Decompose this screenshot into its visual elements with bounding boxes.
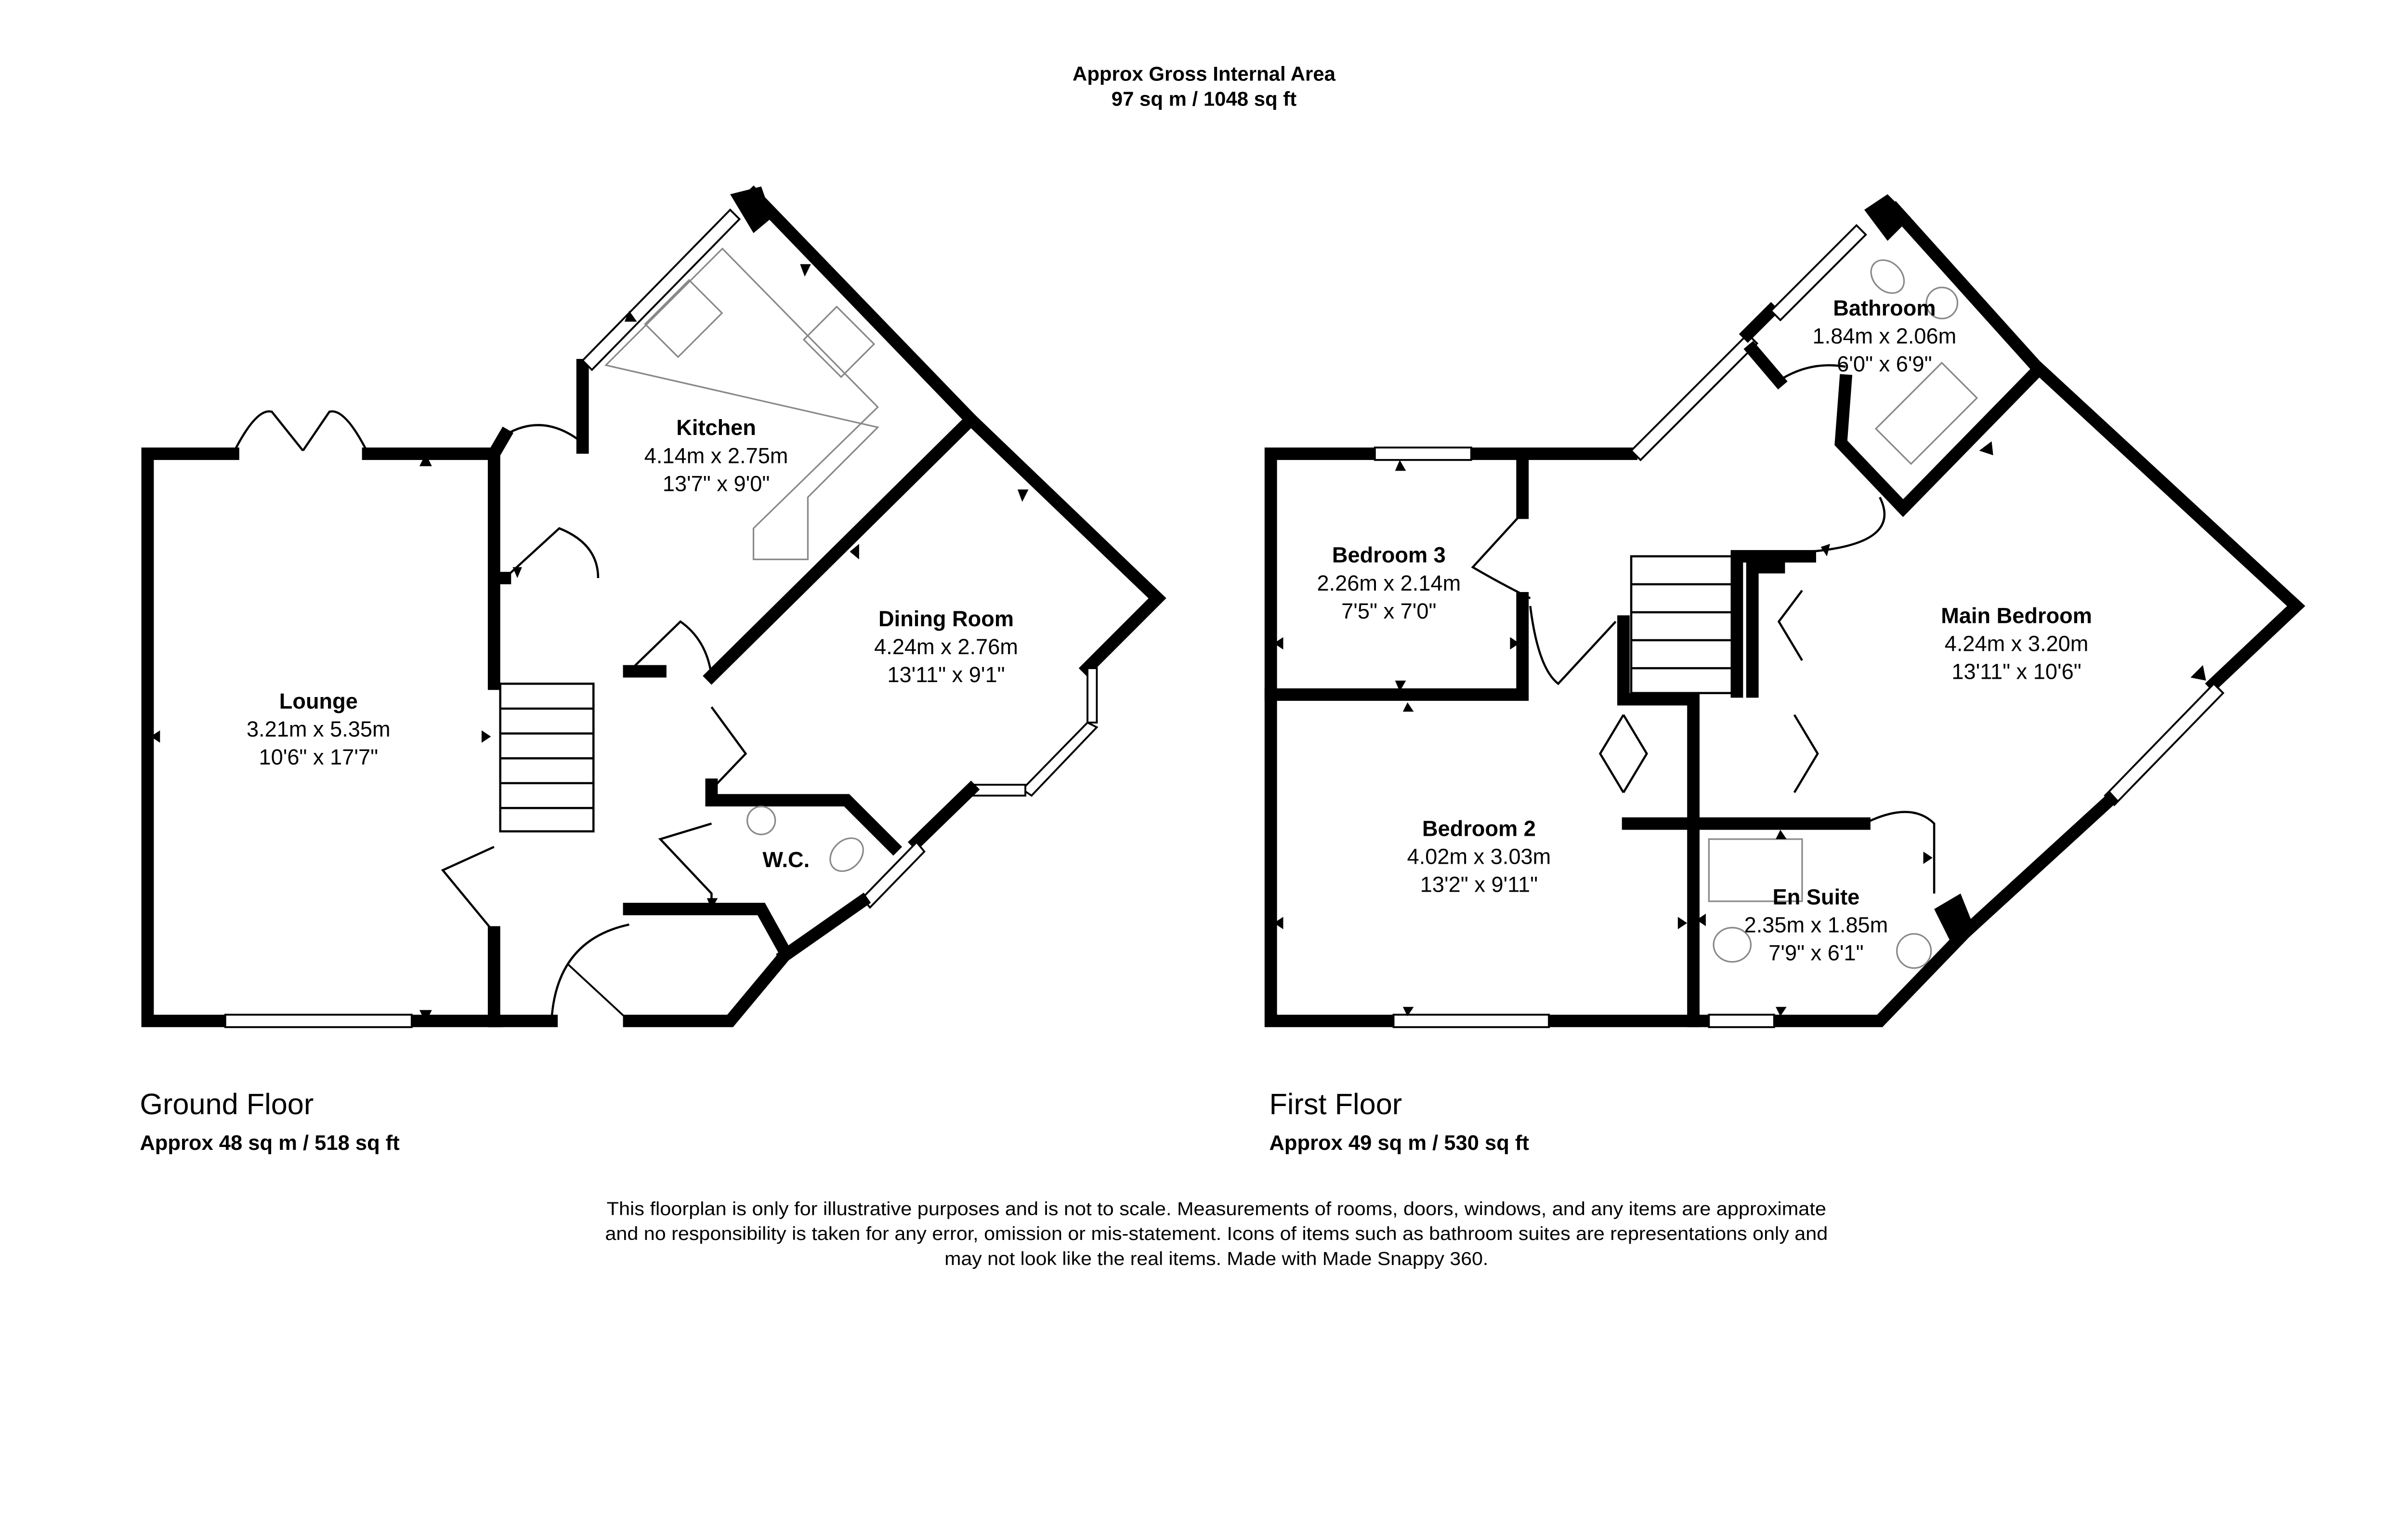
window	[1392, 1014, 1550, 1028]
gross-area-value: 97 sq m / 1048 sq ft	[1112, 87, 1297, 110]
front-door	[566, 962, 630, 1022]
wall	[907, 780, 980, 851]
wall	[1264, 592, 1529, 701]
window	[1769, 224, 1867, 322]
toilet-icon	[1713, 927, 1752, 963]
room-name: Bedroom 3	[1332, 543, 1446, 567]
kitchen-worktop	[604, 247, 879, 560]
wall	[1739, 302, 1780, 343]
door-swing	[1471, 512, 1531, 599]
bathroom-wall	[1834, 364, 2044, 517]
hob-icon	[802, 305, 876, 378]
room-imperial: 13'7" x 9'0"	[663, 471, 770, 496]
wardrobe	[1598, 714, 1648, 793]
bath-icon	[1874, 361, 1978, 465]
window	[2104, 682, 2225, 806]
basin-icon	[1925, 287, 1959, 319]
gross-area-title: Approx Gross Internal Area	[1073, 63, 1336, 85]
wall	[1730, 550, 1816, 698]
french-doors	[232, 410, 369, 454]
door-swing	[504, 424, 584, 444]
door-swing	[550, 923, 629, 1021]
room-imperial: 7'9" x 6'1"	[1768, 941, 1863, 965]
kitchen-dining-wall	[703, 410, 980, 685]
room-metric: 4.02m x 3.03m	[1407, 844, 1551, 869]
bay-window	[1086, 667, 1098, 724]
door-swing	[1809, 497, 1886, 553]
first-floor-plan: Bathroom 1.84m x 2.06m 6'0" x 6'9" Bedro…	[1264, 194, 2305, 1028]
first-floor-label: First Floor	[1269, 1088, 1402, 1120]
staircase	[1630, 555, 1734, 694]
bay-window	[970, 784, 1026, 797]
floorplan-drawing: Approx Gross Internal Area 97 sq m / 104…	[140, 63, 2305, 1269]
room-metric: 2.35m x 1.85m	[1744, 912, 1888, 937]
window	[581, 208, 741, 371]
disclaimer-line: may not look like the real items. Made w…	[944, 1249, 1488, 1269]
door-swing	[628, 620, 713, 676]
window	[1374, 447, 1472, 461]
measure-arrows	[1274, 441, 2206, 1016]
door-swing	[441, 845, 495, 933]
room-metric: 3.21m x 5.35m	[247, 717, 391, 741]
room-name: En Suite	[1773, 884, 1860, 909]
room-name: Lounge	[279, 689, 358, 713]
room-metric: 4.24m x 2.76m	[874, 634, 1018, 659]
wall	[623, 947, 794, 1028]
basin-icon	[746, 805, 776, 835]
staircase	[499, 683, 595, 833]
wall	[1746, 561, 1785, 698]
wall	[1886, 201, 2305, 693]
room-metric: 4.24m x 3.20m	[1945, 632, 2089, 656]
room-imperial: 6'0" x 6'9"	[1837, 352, 1932, 376]
wall	[485, 426, 514, 462]
wardrobe	[1777, 590, 1819, 793]
door-swing	[504, 527, 600, 579]
window	[1708, 1014, 1775, 1028]
store-wall	[623, 903, 793, 960]
basin-icon	[1896, 933, 1932, 969]
door-swing	[1778, 364, 1846, 382]
room-name: Bedroom 2	[1422, 816, 1536, 841]
door-swing	[1863, 811, 1936, 894]
toilet-icon	[829, 837, 864, 872]
disclaimer-line: and no responsibility is taken for any e…	[605, 1224, 1828, 1244]
door-swing	[710, 706, 747, 790]
room-name: Dining Room	[878, 606, 1014, 631]
room-metric: 4.14m x 2.75m	[644, 443, 788, 468]
room-name: Kitchen	[676, 415, 756, 440]
room-name: W.C.	[762, 847, 810, 872]
wc-wall	[705, 778, 903, 856]
first-floor-area: Approx 49 sq m / 530 sq ft	[1269, 1132, 1529, 1155]
room-metric: 1.84m x 2.06m	[1813, 324, 1957, 348]
ground-floor-plan: Kitchen 4.14m x 2.75m 13'7" x 9'0" Dinin…	[141, 185, 1166, 1028]
room-imperial: 13'2" x 9'11"	[1420, 872, 1538, 897]
room-imperial: 13'11" x 10'6"	[1951, 659, 2081, 684]
room-name: Bathroom	[1833, 296, 1936, 320]
sink-icon	[644, 279, 723, 358]
wall	[1956, 791, 2119, 941]
room-imperial: 10'6" x 17'7"	[259, 745, 378, 769]
ground-floor-label: Ground Floor	[140, 1088, 314, 1120]
wall	[1743, 341, 1788, 390]
wall	[1617, 615, 1700, 1028]
shower-icon	[1708, 838, 1803, 902]
bay-window	[1021, 721, 1099, 797]
toilet-icon	[1870, 259, 1905, 294]
ground-floor-area: Approx 48 sq m / 518 sq ft	[140, 1132, 399, 1155]
wall	[362, 448, 500, 690]
wall	[745, 185, 1166, 677]
room-name: Main Bedroom	[1941, 604, 2092, 628]
wall	[776, 892, 871, 964]
window	[1630, 332, 1759, 461]
door-swing	[1529, 606, 1617, 685]
measure-arrows	[150, 264, 1029, 1023]
room-imperial: 13'11" x 9'1"	[887, 662, 1005, 687]
room-imperial: 7'5" x 7'0"	[1341, 599, 1436, 623]
column	[1934, 893, 1973, 940]
room-metric: 2.26m x 2.14m	[1317, 571, 1461, 595]
door-swing	[658, 822, 713, 909]
disclaimer-line: This floorplan is only for illustrative …	[607, 1199, 1826, 1220]
window	[224, 1014, 413, 1028]
